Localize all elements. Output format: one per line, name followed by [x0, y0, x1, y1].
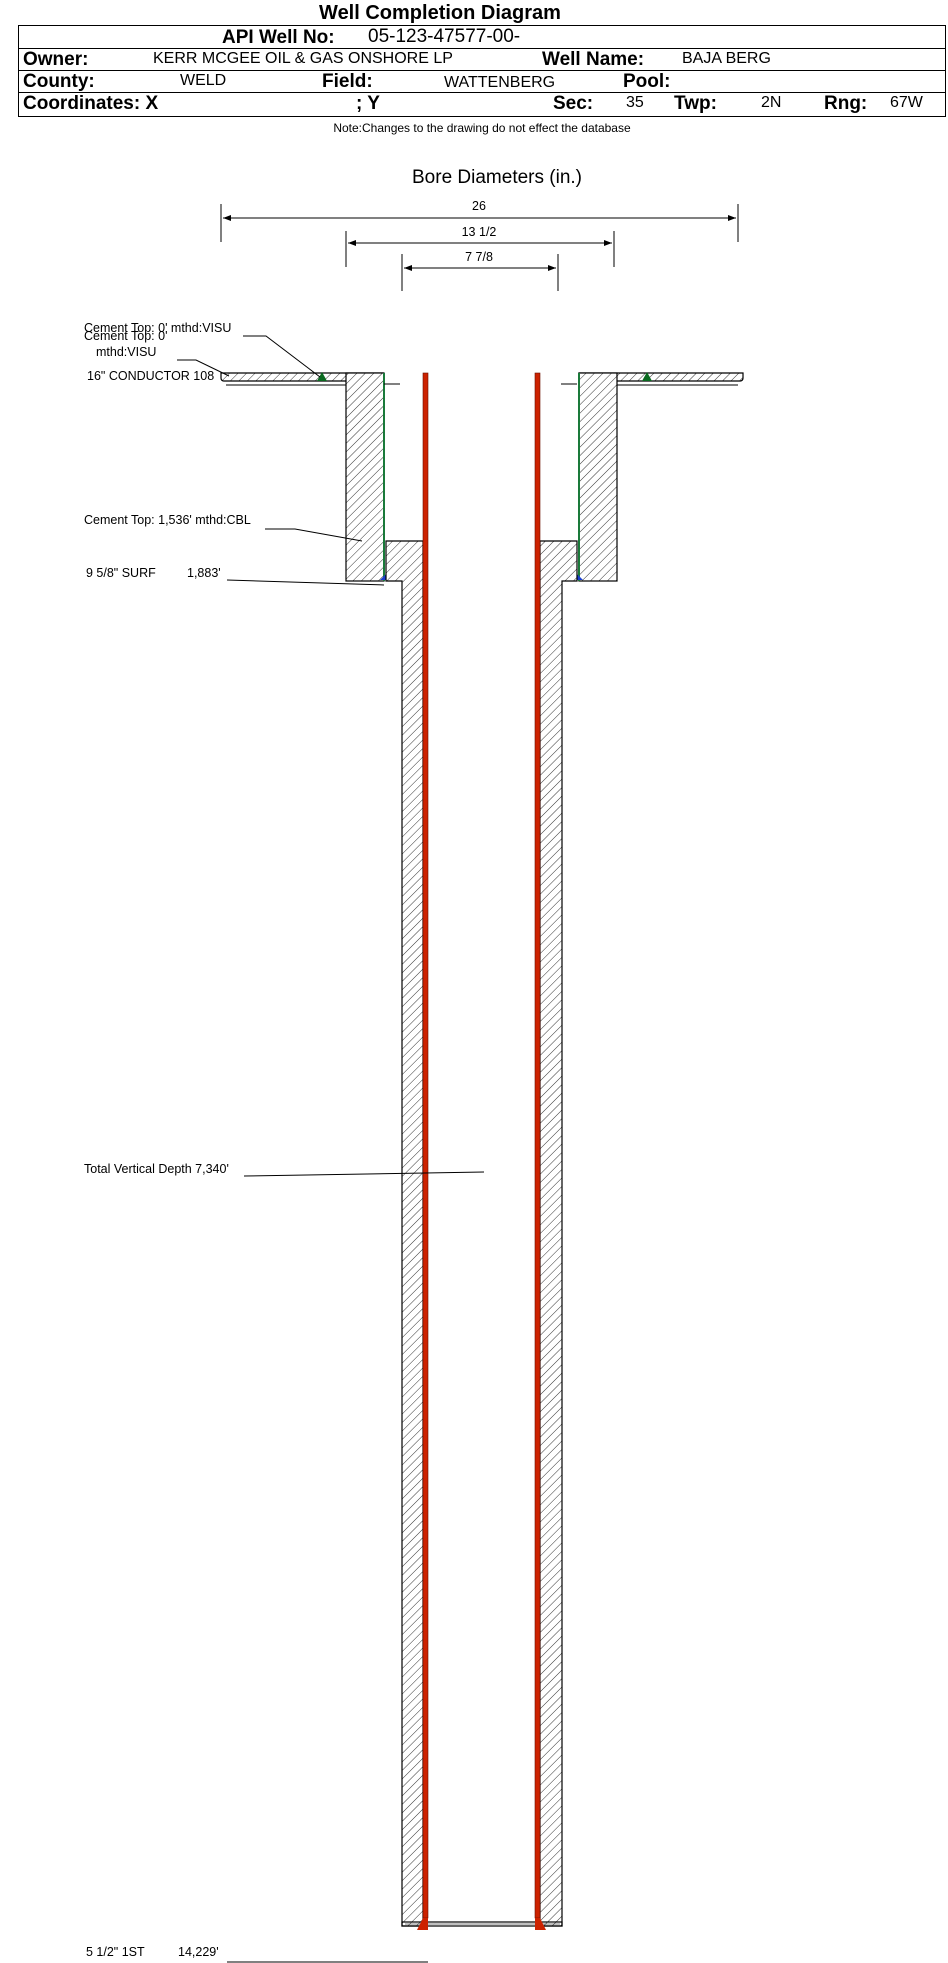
production-cement-left: [385, 540, 424, 1927]
prod-casing-label: 5 1/2" 1ST: [86, 1945, 145, 1959]
field-value: WATTENBERG: [444, 74, 556, 91]
header-row-owner: Owner: KERR MCGEE OIL & GAS ONSHORE LP W…: [19, 48, 945, 71]
production-casing-left: [422, 372, 429, 1919]
cement-top-label-a: Cement Top: 0' mthd:VISU: [84, 321, 232, 335]
bore-dimension-26: 26: [220, 199, 739, 242]
well-name-value: BAJA BERG: [682, 50, 771, 67]
coord-x-label: Coordinates: X: [23, 93, 159, 114]
leader-tvd: [243, 1171, 485, 1177]
leader-surf-casing: [226, 579, 385, 586]
diagram-title: Well Completion Diagram: [319, 2, 561, 24]
header-row-api: API Well No: 05-123-47577-00-: [19, 26, 945, 49]
api-value: 05-123-47577-00-: [368, 26, 521, 47]
owner-value: KERR MCGEE OIL & GAS ONSHORE LP: [153, 50, 453, 67]
surface-shoe-left: [380, 574, 386, 580]
production-cement-right: [539, 540, 578, 1927]
annotation-leaders: [177, 335, 577, 1963]
bore-diameter-label-7-7-8: 7 7/8: [465, 250, 493, 264]
rng-label: Rng:: [824, 93, 868, 114]
leader-cement-top-c: [265, 528, 363, 542]
production-shoe-right: [535, 1918, 546, 1930]
cement-top-label-c: Cement Top: 1,536' mthd:CBL: [84, 513, 251, 527]
bore-dimension-7-7-8: 7 7/8: [401, 250, 559, 291]
production-shoe-left: [417, 1918, 428, 1930]
cement-top-label-b: Cement Top: 0': [84, 329, 168, 343]
owner-label: Owner:: [23, 49, 89, 70]
bore-dimension-13-1-2: 13 1/2: [345, 225, 615, 267]
leader-cement-top-a: [243, 335, 321, 378]
surface-cement-left: [345, 372, 385, 582]
well-name-label: Well Name:: [542, 49, 645, 70]
cement-top-marker-left: [317, 372, 327, 381]
well-header-table: API Well No: 05-123-47577-00- Owner: KER…: [18, 25, 946, 117]
county-value: WELD: [180, 72, 227, 89]
twp-value: 2N: [761, 94, 782, 111]
surf-casing-label: 9 5/8" SURF: [86, 566, 156, 580]
surface-cement-right: [578, 372, 618, 582]
rng-value: 67W: [890, 94, 923, 111]
sec-value: 35: [626, 94, 644, 111]
bore-diameter-label-13-1-2: 13 1/2: [462, 225, 497, 239]
sec-label: Sec:: [553, 93, 594, 114]
bore-diameter-label-26: 26: [472, 199, 486, 213]
surface-shoe-right: [577, 574, 583, 580]
pool-label: Pool:: [623, 71, 671, 92]
coord-y-label: ; Y: [356, 93, 380, 114]
api-label: API Well No:: [222, 27, 335, 48]
wellbore-bottom: [401, 1921, 563, 1927]
database-note: Note:Changes to the drawing do not effec…: [333, 121, 631, 135]
header-row-coordinates: Coordinates: X ; Y Sec: 35 Twp: 2N Rng: …: [19, 92, 945, 114]
prod-casing-depth: 14,229': [178, 1945, 219, 1959]
leader-cement-top-b: [177, 359, 230, 377]
cement-top-method-b: mthd:VISU: [96, 345, 157, 359]
bore-diameters-title: Bore Diameters (in.): [412, 167, 582, 188]
twp-label: Twp:: [674, 93, 717, 114]
cement-top-marker-right: [642, 372, 652, 381]
header-row-county: County: WELD Field: WATTENBERG Pool:: [19, 70, 945, 93]
tvd-label: Total Vertical Depth 7,340': [84, 1162, 229, 1176]
surf-casing-depth: 1,883': [187, 566, 221, 580]
field-label: Field:: [322, 71, 373, 92]
conductor-label: 16" CONDUCTOR 108: [87, 369, 215, 383]
conductor-cement-left: [220, 372, 384, 386]
county-label: County:: [23, 71, 95, 92]
production-casing-right: [534, 372, 541, 1919]
